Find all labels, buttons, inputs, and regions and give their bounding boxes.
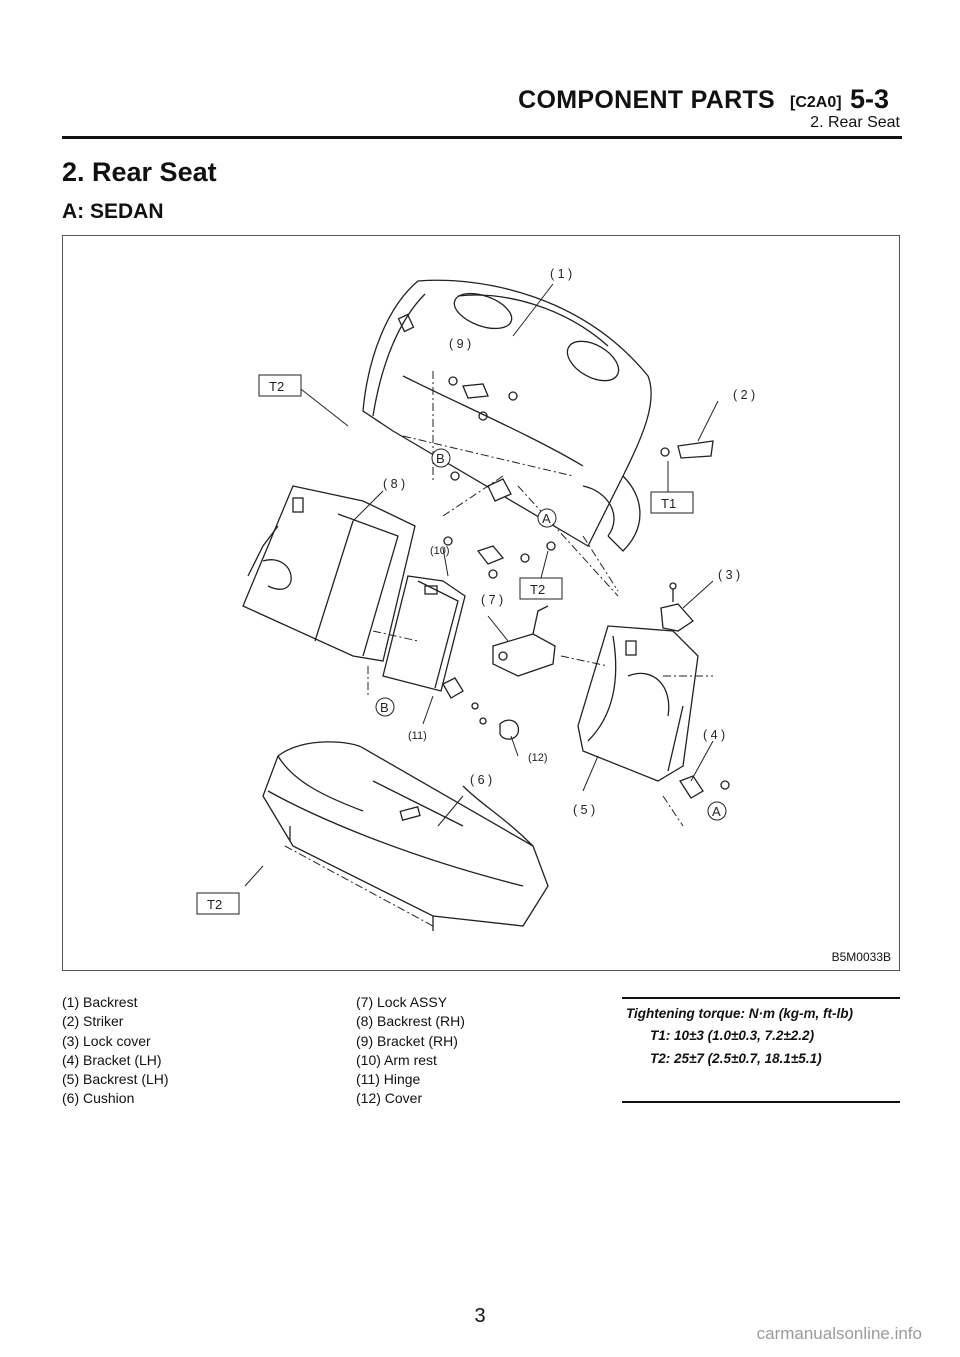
callout-11: (11) — [408, 730, 427, 742]
cover-part — [499, 719, 520, 740]
torque-t1: T1: 10±3 (1.0±0.3, 7.2±2.2) — [650, 1028, 815, 1043]
header-code: [C2A0] — [790, 94, 842, 111]
legend-item: (8) Backrest (RH) — [356, 1013, 465, 1030]
section-title: 2. Rear Seat — [62, 157, 217, 187]
hinge-part — [442, 677, 487, 725]
backrest-rh-part — [242, 485, 416, 662]
ref-b-top: B — [436, 451, 445, 466]
legend-item: (9) Bracket (RH) — [356, 1032, 458, 1049]
tag-t1: T1 — [661, 496, 676, 511]
ref-a-top: A — [542, 511, 551, 526]
legend-item: (2) Striker — [62, 1013, 124, 1030]
tag-t2-b: T2 — [530, 582, 545, 597]
subsection-title: A: SEDAN — [62, 200, 164, 223]
watermark: carmanualsonline.info — [756, 1324, 922, 1343]
torque-title: Tightening torque: N·m (kg-m, ft-lb) — [626, 1006, 853, 1021]
legend-item: (10) Arm rest — [356, 1051, 437, 1068]
backrest-lh-part — [577, 625, 699, 782]
legend-item: (1) Backrest — [62, 994, 138, 1010]
callout-3: ( 3 ) — [718, 568, 740, 582]
legend-item: (5) Backrest (LH) — [62, 1071, 169, 1088]
torque-t2: T2: 25±7 (2.5±0.7, 18.1±5.1) — [650, 1051, 822, 1066]
backrest-part — [362, 279, 652, 552]
torque-tags: T2 T1 T2 T2 — [196, 374, 694, 915]
legend-item: (11) Hinge — [356, 1071, 421, 1088]
tag-t2-c: T2 — [207, 897, 222, 912]
callout-5: ( 5 ) — [573, 803, 595, 817]
callout-4: ( 4 ) — [703, 728, 725, 742]
callout-7: ( 7 ) — [481, 593, 503, 607]
legend-item: (3) Lock cover — [62, 1032, 151, 1049]
callout-12: (12) — [528, 752, 548, 764]
striker-part — [660, 440, 714, 459]
leader-lines — [244, 283, 719, 887]
header-title: COMPONENT PARTS — [518, 86, 775, 114]
tag-t2-a: T2 — [269, 379, 284, 394]
cushion-part — [262, 741, 549, 931]
exploded-diagram-drawing: ( 1 ) ( 2 ) ( 3 ) ( 4 ) ( 5 ) ( 6 ) ( 7 … — [196, 267, 755, 931]
legend-right: (7) Lock ASSY (8) Backrest (RH) (9) Brac… — [356, 993, 465, 1109]
callout-1: ( 1 ) — [550, 267, 572, 281]
legend-item: (7) Lock ASSY — [356, 994, 448, 1010]
arm-rest-part — [382, 575, 466, 692]
bracket-lh-part — [679, 775, 730, 799]
assembly-lines — [284, 371, 713, 927]
legend-item: (12) Cover — [356, 1090, 423, 1107]
lock-assy-part — [492, 605, 556, 677]
header-chapter: 5-3 — [850, 84, 890, 114]
legend-item: (4) Bracket (LH) — [62, 1051, 162, 1068]
torque-top-rule — [622, 997, 900, 999]
reference-marks: B A B A — [375, 448, 727, 821]
legend-left: (1) Backrest (2) Striker (3) Lock cover … — [62, 993, 169, 1109]
callout-8: ( 8 ) — [383, 477, 405, 491]
header-rule — [62, 136, 902, 139]
torque-bottom-rule — [622, 1101, 900, 1103]
lock-cover-part — [660, 582, 694, 632]
figure-code: B5M0033B — [831, 950, 891, 964]
ref-a-bottom: A — [712, 804, 721, 819]
callout-10: (10) — [430, 545, 450, 557]
header-subtitle: 2. Rear Seat — [810, 114, 900, 131]
callout-2: ( 2 ) — [733, 388, 755, 402]
bracket-rh-part — [443, 376, 556, 579]
page-number: 3 — [474, 1305, 486, 1327]
torque-specification: Tightening torque: N·m (kg-m, ft-lb) T1:… — [622, 997, 902, 1105]
exploded-diagram: ( 1 ) ( 2 ) ( 3 ) ( 4 ) ( 5 ) ( 6 ) ( 7 … — [62, 235, 900, 971]
legend-item: (6) Cushion — [62, 1090, 135, 1107]
callout-9: ( 9 ) — [449, 337, 471, 351]
callout-6: ( 6 ) — [470, 773, 492, 787]
ref-b-bottom: B — [380, 700, 389, 715]
